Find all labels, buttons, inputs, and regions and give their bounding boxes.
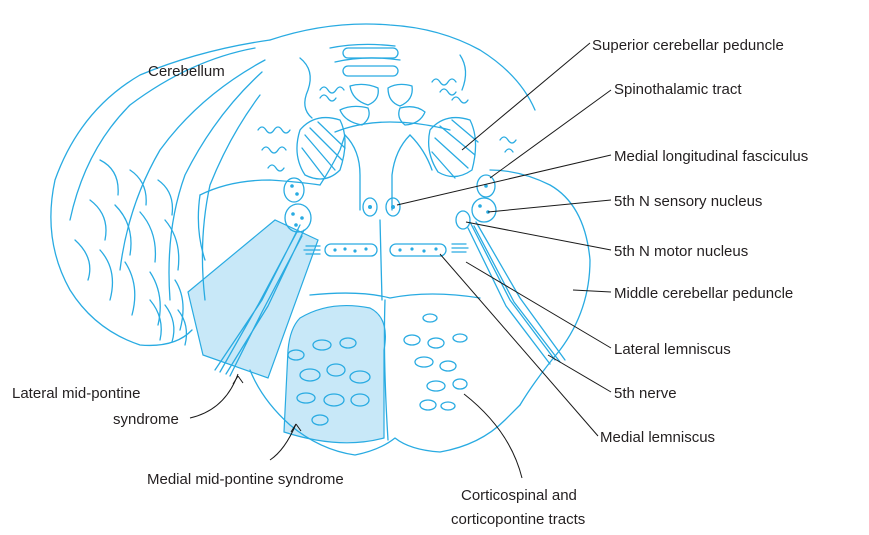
label-superior-cerebellar-peduncle: Superior cerebellar peduncle: [592, 37, 784, 54]
label-lateral-syndrome-line1: Lateral mid-pontine: [12, 385, 140, 402]
label-medial-longitudinal-fasciculus: Medial longitudinal fasciculus: [614, 148, 808, 165]
label-cerebellum: Cerebellum: [148, 63, 225, 80]
label-5th-nerve: 5th nerve: [614, 385, 677, 402]
label-lateral-syndrome-line2: syndrome: [113, 411, 179, 428]
fourth-ventricle-region: [258, 24, 535, 171]
label-medial-lemniscus: Medial lemniscus: [600, 429, 715, 446]
label-5th-n-sensory-nucleus: 5th N sensory nucleus: [614, 193, 762, 210]
label-5th-n-motor-nucleus: 5th N motor nucleus: [614, 243, 748, 260]
label-lateral-lemniscus: Lateral lemniscus: [614, 341, 731, 358]
label-spinothalamic-tract: Spinothalamic tract: [614, 81, 742, 98]
label-corticospinal-line2: corticopontine tracts: [451, 511, 585, 528]
label-corticospinal-line1: Corticospinal and: [461, 487, 577, 504]
superior-cerebellar-peduncles: [297, 118, 478, 179]
label-medial-syndrome: Medial mid-pontine syndrome: [147, 471, 344, 488]
label-middle-cerebellar-peduncle: Middle cerebellar peduncle: [614, 285, 793, 302]
medial-lesion-area: [284, 306, 385, 443]
